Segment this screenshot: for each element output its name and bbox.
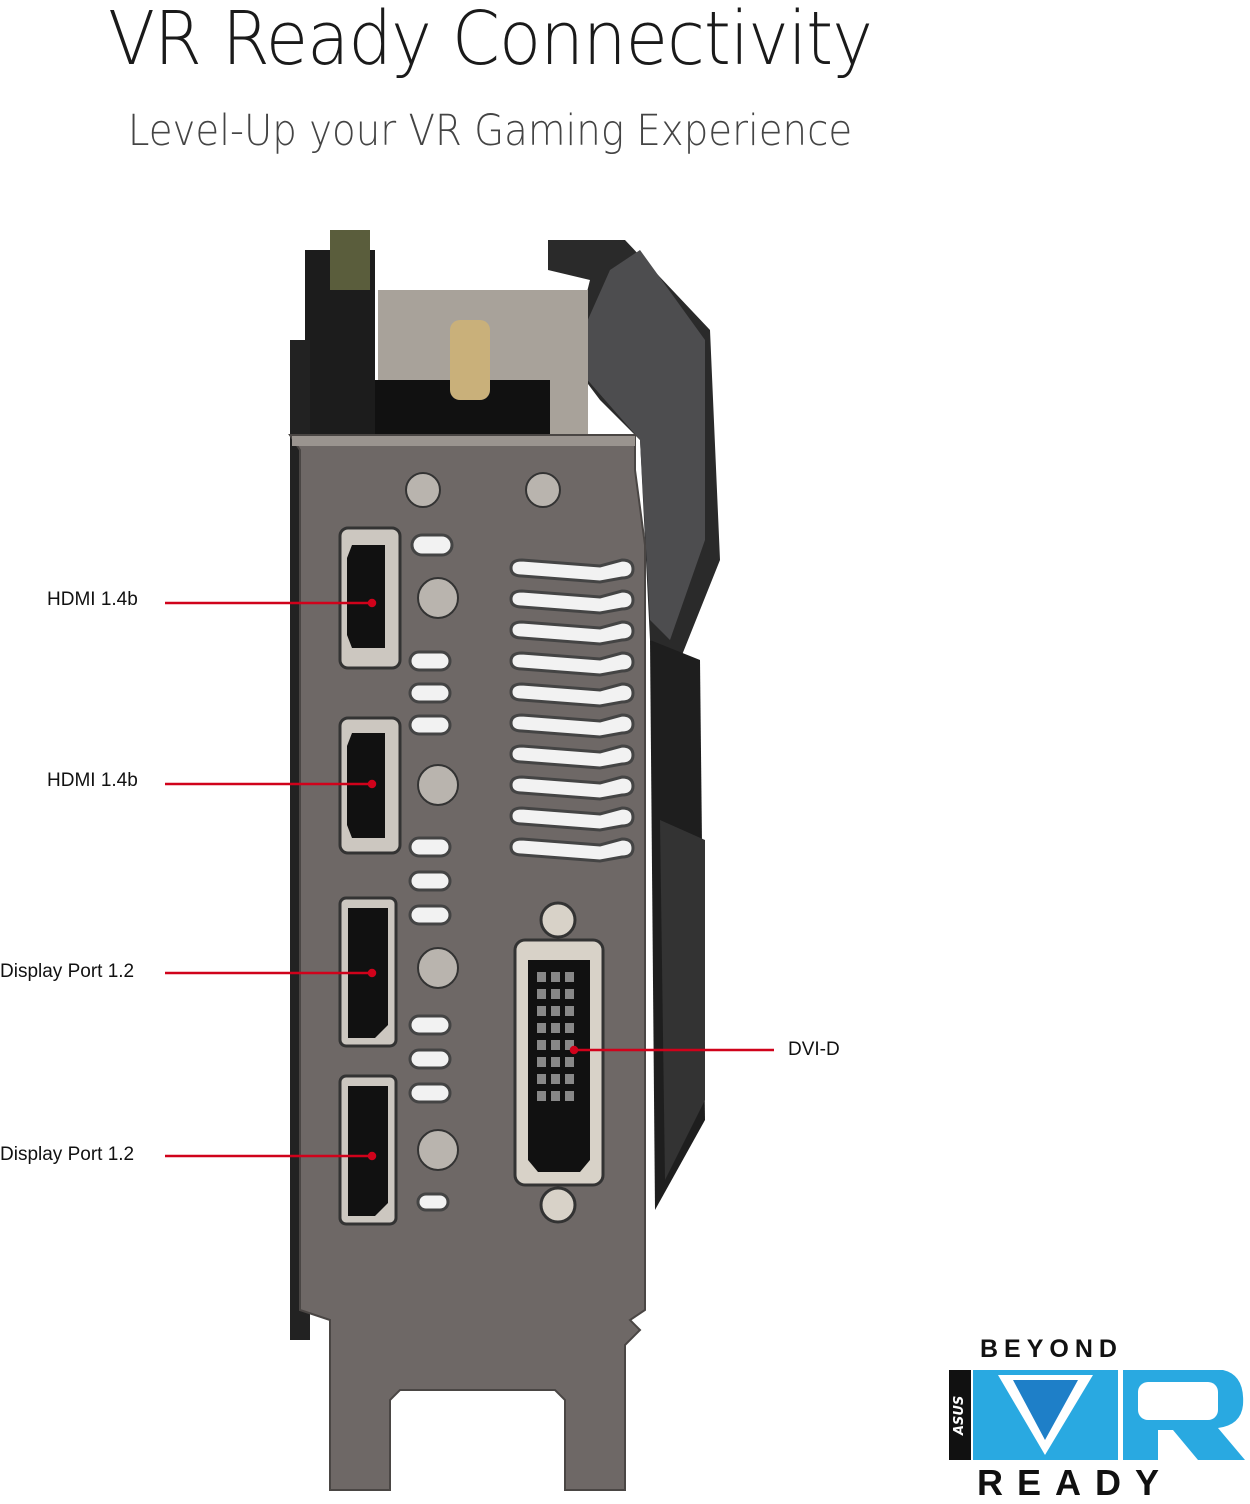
dvi-pin bbox=[565, 972, 574, 982]
vent-slot bbox=[509, 837, 635, 863]
logo-beyond-text: BEYOND bbox=[980, 1335, 1123, 1363]
dvi-pin bbox=[565, 1074, 574, 1084]
label-hdmi-1: HDMI 1.4b bbox=[47, 589, 138, 610]
dvi-pin bbox=[551, 1091, 560, 1101]
displayport-2 bbox=[338, 1074, 398, 1226]
dvi-pin bbox=[537, 1023, 546, 1033]
vent-slot bbox=[509, 744, 635, 770]
vent-slot bbox=[509, 713, 635, 739]
dvi-pin bbox=[565, 1057, 574, 1067]
dvi-pin bbox=[565, 1023, 574, 1033]
screw-icon bbox=[405, 472, 441, 508]
logo-ready-text: READY bbox=[977, 1462, 1174, 1503]
dvi-pin bbox=[551, 989, 560, 999]
dvi-pin bbox=[537, 1091, 546, 1101]
vr-logo-mark bbox=[973, 1370, 1245, 1460]
dvi-pin bbox=[537, 1040, 546, 1050]
dvi-pin bbox=[537, 1057, 546, 1067]
vent-slot bbox=[509, 589, 635, 615]
dvi-pin bbox=[565, 1091, 574, 1101]
vent-slot bbox=[509, 682, 635, 708]
dvi-pin bbox=[565, 989, 574, 999]
label-dvi-d: DVI-D bbox=[788, 1039, 840, 1060]
dvi-d-port bbox=[513, 901, 605, 1224]
callout-lines bbox=[165, 598, 774, 1161]
hdmi-port-1 bbox=[338, 526, 402, 670]
dvi-pin bbox=[565, 1040, 574, 1050]
beyond-vr-ready-logo: BEYOND ASUS READY bbox=[945, 1335, 1245, 1503]
asus-logo: ASUS bbox=[949, 1370, 971, 1460]
vent-slot bbox=[509, 651, 635, 677]
dvi-pin bbox=[537, 972, 546, 982]
dvi-pin bbox=[537, 1074, 546, 1084]
label-hdmi-2: HDMI 1.4b bbox=[47, 770, 138, 791]
page-title: VR Ready Connectivity bbox=[107, 0, 873, 82]
dvi-pin bbox=[551, 1040, 560, 1050]
page-subtitle: Level-Up your VR Gaming Experience bbox=[127, 106, 853, 156]
dvi-pin bbox=[551, 1074, 560, 1084]
vent-slot bbox=[509, 558, 635, 584]
vent-slot bbox=[509, 620, 635, 646]
dvi-pin bbox=[551, 1006, 560, 1016]
vent-slot bbox=[509, 775, 635, 801]
dvi-pin bbox=[551, 972, 560, 982]
label-displayport-1: Display Port 1.2 bbox=[0, 961, 135, 982]
dvi-pin bbox=[537, 989, 546, 999]
vent-slot bbox=[509, 806, 635, 832]
dvi-pin bbox=[551, 1057, 560, 1067]
dvi-pin bbox=[565, 1006, 574, 1016]
label-displayport-2: Display Port 1.2 bbox=[0, 1144, 135, 1165]
dvi-pin bbox=[551, 1023, 560, 1033]
dvi-pin bbox=[537, 1006, 546, 1016]
